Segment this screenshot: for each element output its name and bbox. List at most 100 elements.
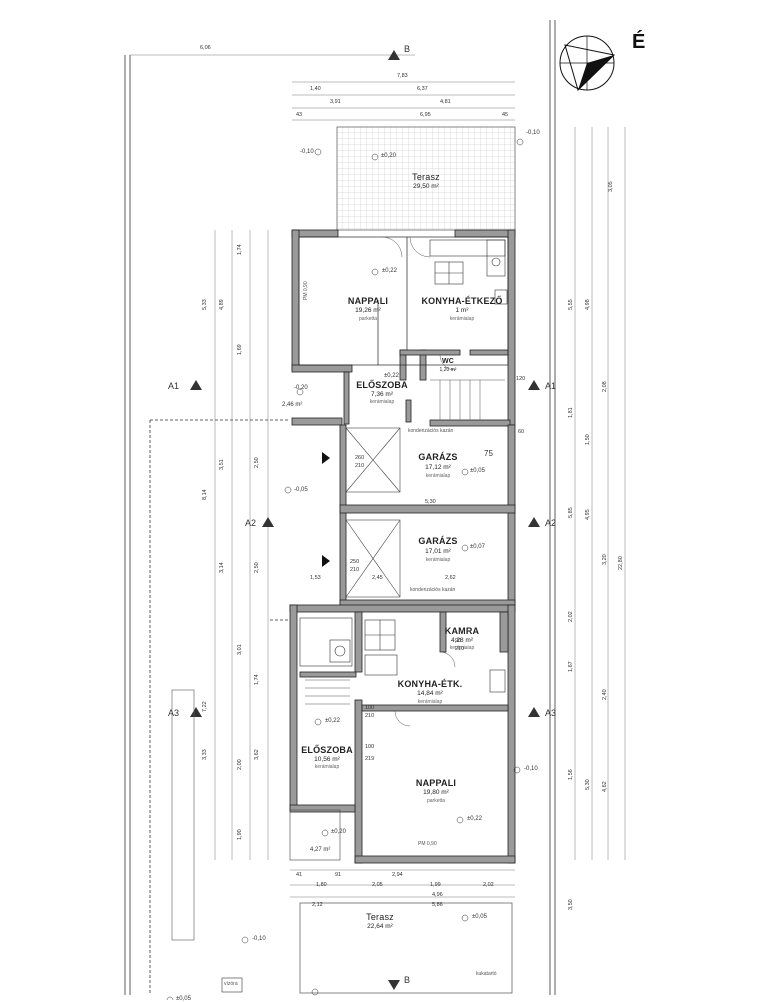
- water-meter-box: [221, 977, 243, 993]
- room-area-garazs-2: 17,01 m²: [425, 548, 451, 555]
- bottom-terrace: [299, 902, 513, 994]
- note-kazan-2: kondenzációs kazán: [410, 587, 456, 593]
- dim-left-2: 4,89: [219, 299, 225, 310]
- dim-top-2: 7,83: [397, 73, 408, 79]
- door-dim-3: 250: [350, 559, 360, 565]
- room-area-wc-top: 1,20 m²: [439, 367, 457, 373]
- dim-bottom-7: 2,02: [483, 882, 494, 888]
- dim-left-8: 3,14: [219, 562, 225, 573]
- dim-top-1: 6,06: [200, 45, 211, 51]
- door-dim-15: 2,62: [445, 575, 456, 581]
- dim-right-2: 5,55: [568, 299, 574, 310]
- dim-left-13: 3,33: [202, 749, 208, 760]
- room-name-eloszoba-bottom: ELŐSZOBA: [301, 745, 353, 755]
- room-name-wc-top: WC: [441, 358, 455, 365]
- door-dim-13: 75: [484, 449, 493, 458]
- dim-bottom-3: 2,94: [392, 872, 403, 878]
- bottom-stairs: [305, 679, 350, 705]
- door-dim-12: 60: [518, 429, 525, 435]
- room-floor-konyha-bottom: kerámialap: [417, 699, 443, 705]
- dim-bottom-6: 1,99: [430, 882, 441, 888]
- level-5: ±0,22: [384, 373, 399, 379]
- dim-left-11: 1,74: [254, 674, 260, 685]
- dim-left-6: 3,51: [219, 459, 225, 470]
- top-terrace: [336, 126, 516, 231]
- level-4: ±0,22: [382, 268, 397, 274]
- door-dim-6: 210: [365, 713, 375, 719]
- dim-right-3: 4,98: [585, 299, 591, 310]
- dim-right-8: 4,95: [585, 509, 591, 520]
- door-dim-14: 5,30: [425, 499, 436, 505]
- level-3: -0,10: [526, 130, 540, 136]
- dimension-lines: [130, 54, 626, 898]
- room-floor-eloszoba-top: kerámialap: [369, 399, 395, 405]
- dim-left-9: 2,50: [254, 562, 260, 573]
- section-a1-left: A1: [168, 381, 180, 391]
- dim-top-7: 43: [296, 112, 303, 118]
- section-markers: [190, 50, 540, 990]
- note-pm-top: PM 0,90: [303, 281, 309, 300]
- room-area-eloszoba-top: 7,36 m²: [370, 391, 394, 398]
- bottom-kitchen-furniture: [299, 617, 506, 693]
- note-pm-bottom: PM 0,90: [418, 841, 437, 847]
- dim-right-14: 5,30: [585, 779, 591, 790]
- room-name-konyha-top: KONYHA-ÉTKEZŐ: [421, 296, 503, 306]
- door-dim-1: 260: [355, 455, 365, 461]
- door-dim-8: 210: [455, 646, 465, 652]
- level-2: ±0,20: [381, 153, 396, 159]
- room-name-terasz-bottom: Terasz: [366, 912, 394, 922]
- dim-left-12: 7,22: [202, 701, 208, 712]
- top-kitchen-furniture: [429, 239, 508, 305]
- door-dim-9: 100: [365, 744, 375, 750]
- room-area-konyha-bottom: 14,84 m²: [417, 690, 443, 697]
- dim-right-15: 4,62: [602, 781, 608, 792]
- section-b-top: B: [404, 44, 411, 54]
- dim-left-15: 2,00: [237, 759, 243, 770]
- door-swings: [381, 236, 456, 727]
- section-a2-left: A2: [245, 518, 257, 528]
- door-dim-4: 210: [350, 567, 360, 573]
- level-11: -0,10: [524, 766, 538, 772]
- dim-left-4: 1,69: [237, 344, 243, 355]
- room-floor-garazs-2: kerámialap: [425, 557, 451, 563]
- room-name-nappali-bottom: NAPPALI: [415, 778, 457, 788]
- dim-right-9: 3,20: [602, 554, 608, 565]
- section-a1-right: A1: [545, 381, 557, 391]
- garage-doors: [345, 427, 401, 598]
- north-label: É: [632, 31, 646, 53]
- room-name-nappali-top: NAPPALI: [347, 296, 389, 306]
- dim-right-1: 3,05: [608, 181, 614, 192]
- room-area-nappali-top: 19,26 m²: [355, 307, 381, 314]
- dim-right-7: 5,85: [568, 507, 574, 518]
- dim-right-13: 22,80: [618, 556, 624, 570]
- dim-left-5: 8,14: [202, 489, 208, 500]
- level-12: ±0,22: [467, 816, 482, 822]
- bottom-house-walls: [289, 604, 516, 864]
- section-a2-right: A2: [545, 518, 557, 528]
- room-name-garazs-2: GARÁZS: [418, 536, 458, 546]
- dim-top-6: 4,81: [440, 99, 451, 105]
- room-name-eloszoba-top: ELŐSZOBA: [356, 380, 408, 390]
- dim-right-10: 2,02: [568, 611, 574, 622]
- room-area-garazs-1: 17,12 m²: [425, 464, 451, 471]
- dim-right-6: 1,50: [585, 434, 591, 445]
- dim-top-3: 1,40: [310, 86, 321, 92]
- door-dim-2: 210: [355, 463, 365, 469]
- property-lines: [124, 20, 556, 995]
- dim-right-16: 1,56: [568, 769, 574, 780]
- room-floor-garazs-1: kerámialap: [425, 473, 451, 479]
- room-floor-nappali-bottom: parketta: [426, 798, 446, 804]
- level-8: -0,05: [294, 487, 308, 493]
- dim-bottom-1: 41: [296, 872, 303, 878]
- note-kazan-1: kondenzációs kazán: [408, 428, 454, 434]
- room-floor-eloszoba-bottom: kerámialap: [314, 764, 340, 770]
- dim-right-17: 3,50: [568, 899, 574, 910]
- top-stairs: [430, 379, 505, 420]
- section-a3-left: A3: [168, 708, 180, 718]
- dim-left-3: 1,74: [237, 244, 243, 255]
- north-arrow-icon: [559, 35, 616, 91]
- door-dim-17: 2,45: [372, 575, 383, 581]
- extra-area-bottom-left: 4,27 m²: [310, 847, 331, 853]
- level-6: -0,20: [294, 385, 308, 391]
